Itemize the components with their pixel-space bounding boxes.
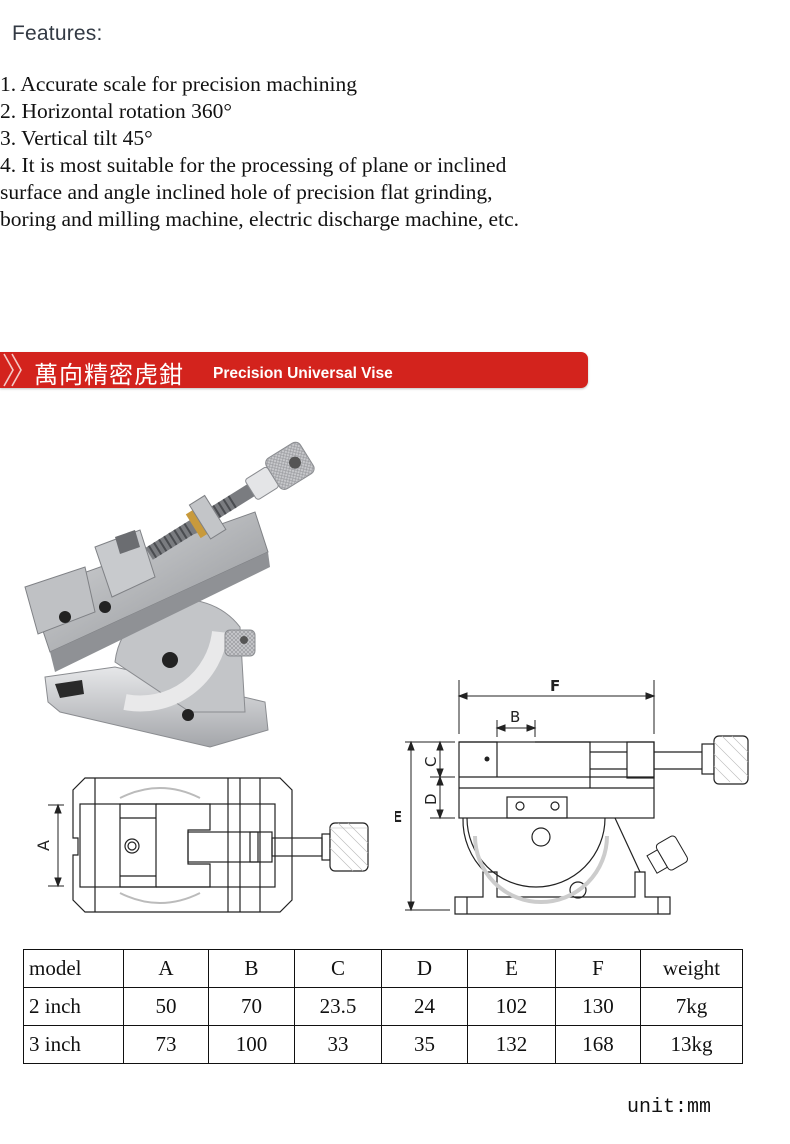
table-cell: 35 xyxy=(381,1025,468,1064)
feature-line: 3. Vertical tilt 45° xyxy=(0,126,153,150)
header-cell: C xyxy=(294,949,382,988)
feature-line: 1. Accurate scale for precision machinin… xyxy=(0,72,357,96)
dimension-label-e: E xyxy=(395,808,402,826)
unit-note: unit:mm xyxy=(627,1096,712,1119)
header-cell: B xyxy=(208,949,295,988)
features-heading: Features: xyxy=(12,22,103,45)
dimension-label-a: A xyxy=(34,840,53,851)
table-cell: 130 xyxy=(555,987,641,1026)
table-cell: 13kg xyxy=(640,1025,743,1064)
dimension-label-c: C xyxy=(422,757,440,767)
feature-line: 4. It is most suitable for the processin… xyxy=(0,153,507,177)
table-cell: 102 xyxy=(467,987,556,1026)
banner-title-english: Precision Universal Vise xyxy=(213,365,393,382)
table-cell: 24 xyxy=(381,987,468,1026)
header-cell: E xyxy=(467,949,556,988)
table-cell: 132 xyxy=(467,1025,556,1064)
vise-top-view-drawing: A xyxy=(34,777,369,913)
table-cell: 168 xyxy=(555,1025,641,1064)
header-cell: weight xyxy=(640,949,743,988)
table-cell: 7kg xyxy=(640,987,743,1026)
vise-product-photo xyxy=(24,441,315,748)
table-cell: 73 xyxy=(123,1025,209,1064)
table-cell: 50 xyxy=(123,987,209,1026)
table-row: 3 inch 73 100 33 35 132 168 13kg xyxy=(23,1025,743,1064)
feature-line: surface and angle inclined hole of preci… xyxy=(0,180,493,204)
banner-title-chinese: 萬向精密虎鉗 xyxy=(34,361,184,389)
header-cell: model xyxy=(23,949,124,988)
table-cell: 70 xyxy=(208,987,295,1026)
header-cell: F xyxy=(555,949,641,988)
dimension-label-d: D xyxy=(422,793,440,805)
feature-line: boring and milling machine, electric dis… xyxy=(0,207,519,231)
table-cell: 3 inch xyxy=(23,1025,124,1064)
vise-side-view-drawing: F B C D E xyxy=(395,677,749,915)
table-cell: 23.5 xyxy=(294,987,382,1026)
header-cell: A xyxy=(123,949,209,988)
features-list: 1. Accurate scale for precision machinin… xyxy=(0,71,600,233)
specification-table: model A B C D E F weight 2 inch 50 70 23… xyxy=(23,949,743,1064)
table-cell: 33 xyxy=(294,1025,382,1064)
table-cell: 100 xyxy=(208,1025,295,1064)
dimension-label-f: F xyxy=(550,677,560,695)
double-chevron-icon xyxy=(3,353,22,387)
section-banner: 萬向精密虎鉗 Precision Universal Vise xyxy=(0,352,588,389)
table-header-row: model A B C D E F weight xyxy=(23,949,743,988)
table-cell: 2 inch xyxy=(23,987,124,1026)
feature-line: 2. Horizontal rotation 360° xyxy=(0,99,232,123)
dimension-label-b: B xyxy=(510,708,520,726)
header-cell: D xyxy=(381,949,468,988)
table-row: 2 inch 50 70 23.5 24 102 130 7kg xyxy=(23,987,743,1026)
